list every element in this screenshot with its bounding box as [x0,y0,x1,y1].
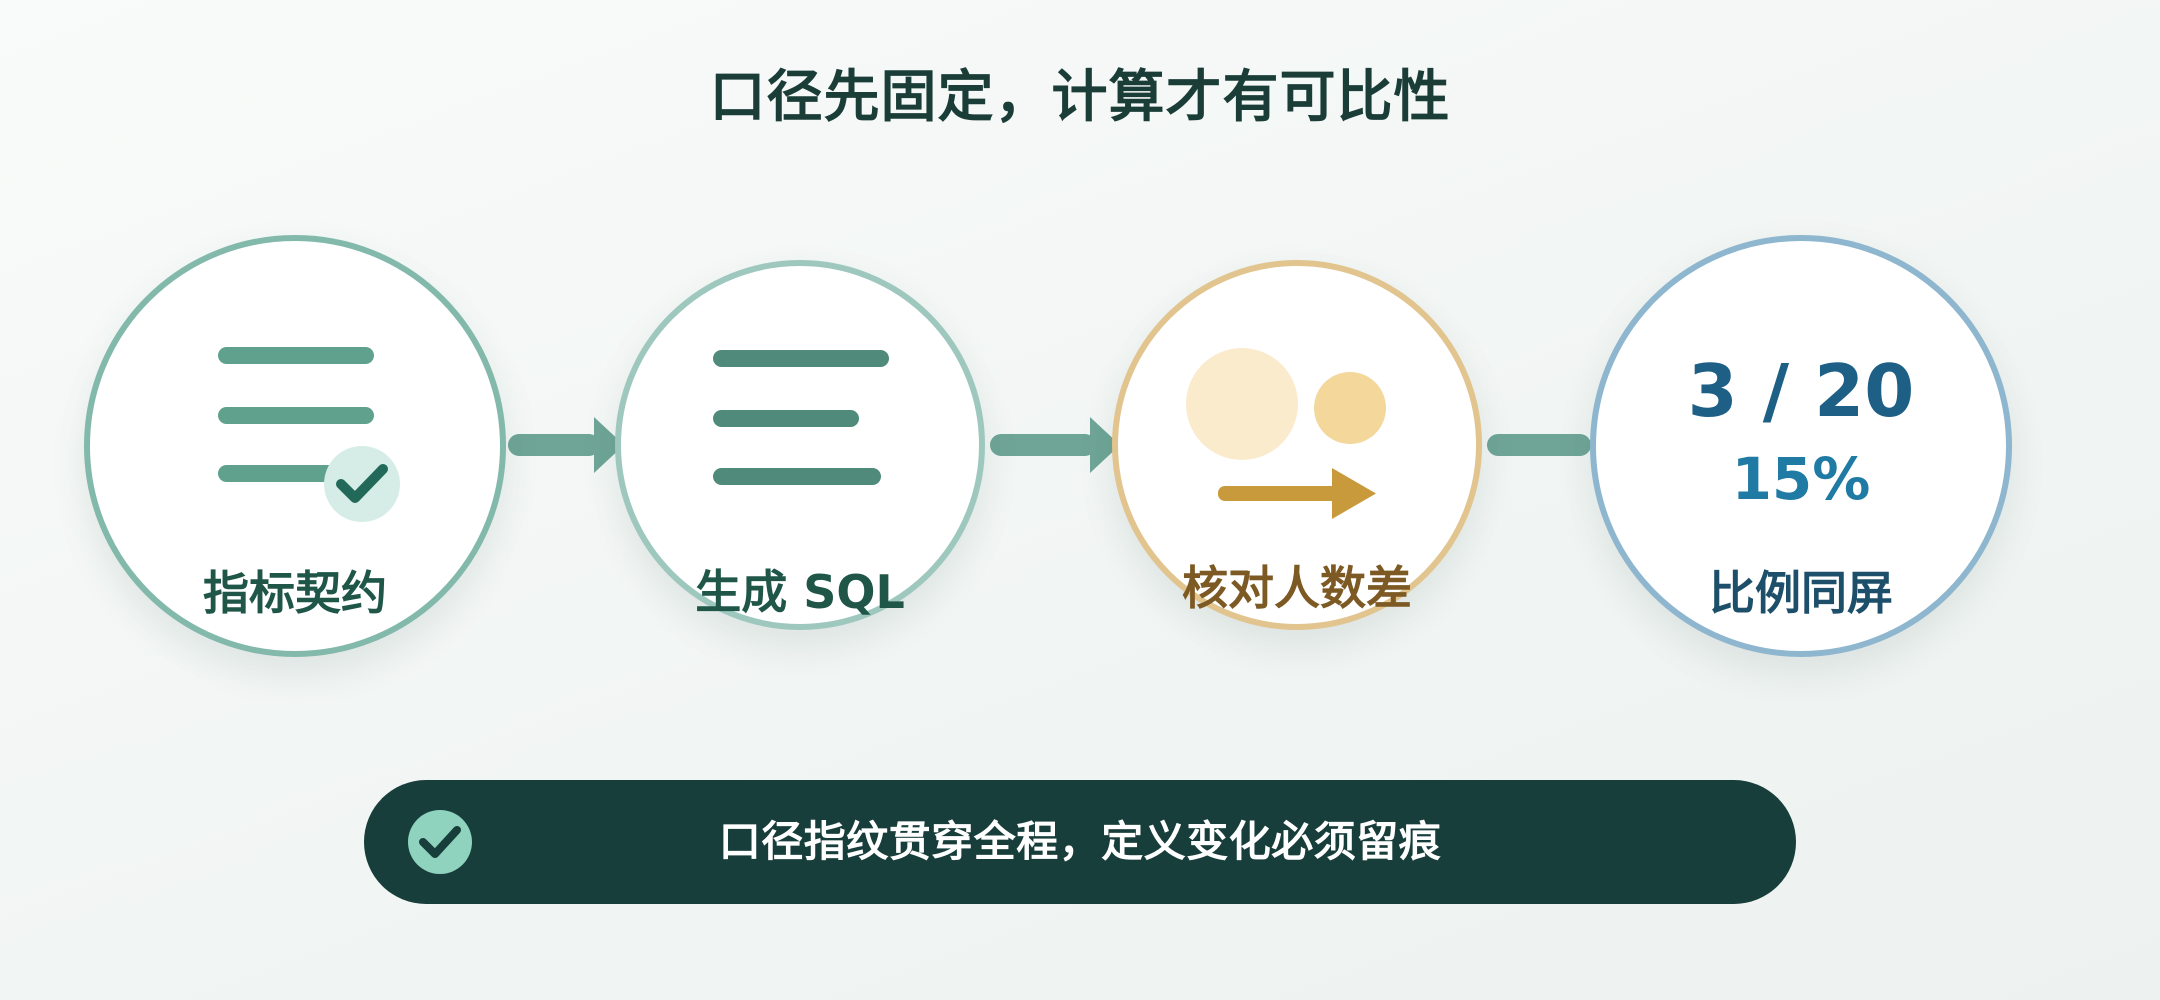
step-metric-contract: 指标契约 [84,235,506,657]
step-label: 生成 SQL [695,565,905,619]
check-circle-icon [408,810,472,874]
step-generate-sql: 生成 SQL [615,260,985,630]
ratio-value: 3 / 20 [1687,349,1915,433]
connector-3-4 [1487,434,1591,456]
step-label: 比例同屏 [1709,566,1893,620]
step-check-headcount-difference: 核对人数差 [1112,260,1482,630]
step-label: 指标契约 [203,566,387,620]
connector-2-3 [990,434,1096,456]
step-label: 核对人数差 [1182,561,1412,615]
summary-banner: 口径指纹贯穿全程，定义变化必须留痕 [364,780,1796,904]
step-ratio-same-screen: 3 / 20 15% 比例同屏 [1590,235,2012,657]
percent-value: 15% [1731,445,1871,513]
page-title: 口径先固定，计算才有可比性 [709,65,1451,130]
summary-text: 口径指纹贯穿全程，定义变化必须留痕 [718,817,1442,866]
connector-1-2 [508,434,600,456]
